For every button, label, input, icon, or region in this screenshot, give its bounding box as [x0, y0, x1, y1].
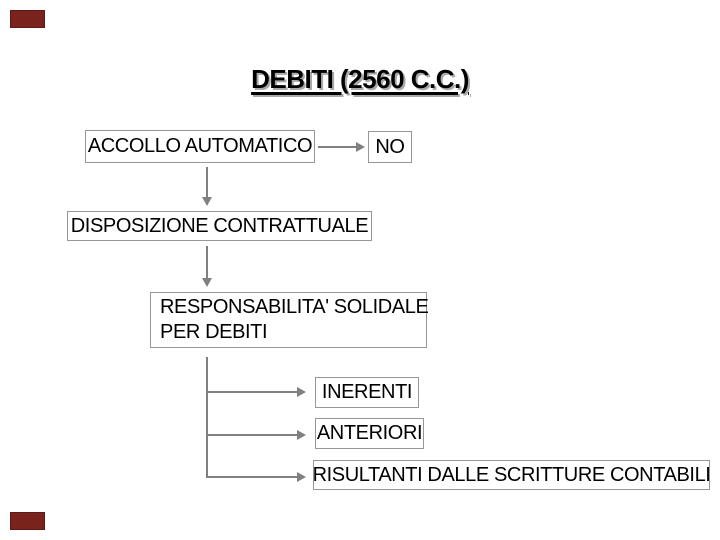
arrow-down-icon	[202, 278, 212, 287]
flow-node-accollo-automatico: ACCOLLO AUTOMATICO	[85, 130, 315, 163]
flow-node-label: ACCOLLO AUTOMATICO	[87, 135, 313, 157]
flow-node-label: NO	[375, 135, 405, 158]
arrow-down-icon	[202, 197, 212, 206]
flow-node-anteriori: ANTERIORI	[315, 418, 424, 449]
connector-line	[207, 476, 298, 478]
slide-title: DEBITI (2560 C.C.)	[251, 64, 469, 94]
connector-line	[206, 246, 208, 279]
flow-node-label: DISPOSIZIONE CONTRATTUALE	[70, 214, 369, 237]
flow-node-responsabilita-solidale: RESPONSABILITA' SOLIDALE PER DEBITI	[150, 292, 429, 348]
flow-node-inerenti: INERENTI	[315, 377, 419, 408]
arrow-right-icon	[297, 387, 306, 397]
flow-node-label-line1: RESPONSABILITA' SOLIDALE	[160, 296, 429, 318]
arrow-right-icon	[297, 430, 306, 440]
arrow-right-icon	[356, 142, 365, 152]
arrow-right-icon	[297, 472, 306, 482]
connector-line	[318, 146, 358, 148]
slide-corner-marker-bottom-left	[10, 512, 45, 530]
connector-line	[207, 434, 298, 436]
connector-line	[207, 391, 298, 393]
flow-node-risultanti-scritture-contabili: RISULTANTI DALLE SCRITTURE CONTABILI	[312, 460, 711, 490]
connector-line	[206, 167, 208, 198]
slide-corner-marker-top-left	[10, 10, 45, 28]
flow-node-no: NO	[368, 131, 412, 163]
flow-node-disposizione-contrattuale: DISPOSIZIONE CONTRATTUALE	[67, 211, 372, 241]
flow-node-label: ANTERIORI	[316, 422, 423, 444]
flow-node-label: RISULTANTI DALLE SCRITTURE CONTABILI	[312, 463, 711, 486]
flow-node-label: INERENTI	[321, 381, 413, 403]
connector-line	[206, 357, 208, 478]
flow-node-label-line2: PER DEBITI	[160, 321, 268, 343]
